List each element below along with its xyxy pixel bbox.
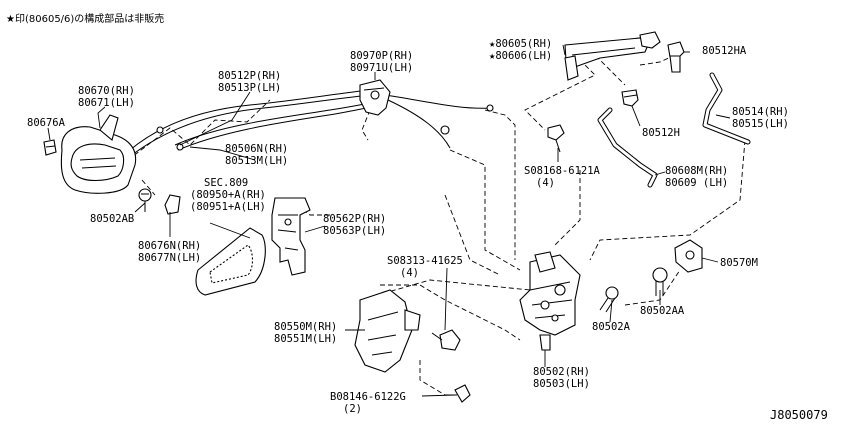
label-08168-qty: (4) <box>536 177 555 189</box>
label-80951: (80951+A(LH) <box>190 201 266 213</box>
door-lock-actuator <box>519 251 581 351</box>
bolt-08146 <box>445 384 471 403</box>
label-80514-lh: 80515(LH) <box>732 118 789 130</box>
label-80570m: 80570M <box>720 257 758 269</box>
label-80608m-rh: 80608M(RH) <box>665 165 728 177</box>
cables <box>129 89 494 156</box>
callout-labels: 80670(RH) 80671(LH) 80676A 80512P(RH) 80… <box>27 38 789 415</box>
drawing-number: J8050079 <box>770 408 828 422</box>
clip-80676a <box>43 139 57 156</box>
rod-80514 <box>702 72 751 145</box>
screw-80502aa <box>652 267 668 296</box>
label-08146-qty: (2) <box>343 403 362 415</box>
label-80970p-rh: 80970P(RH) <box>350 50 413 62</box>
inside-handle-escutcheon <box>195 227 266 296</box>
clip-80676n <box>164 194 181 215</box>
label-80502-lh: 80503(LH) <box>533 378 590 390</box>
outside-door-handle <box>564 31 661 81</box>
label-80502aa: 80502AA <box>640 305 685 317</box>
label-sec809: SEC.809 <box>204 177 248 189</box>
bolt-08168 <box>547 124 565 153</box>
label-80550m-rh: 80550M(RH) <box>274 321 337 333</box>
rod-80608m <box>597 107 658 188</box>
bracket-80562p <box>271 197 311 276</box>
label-80676n-rh: 80676N(RH) <box>138 240 201 252</box>
label-80502ab: 80502AB <box>90 213 134 225</box>
label-80550m-lh: 80551M(LH) <box>274 333 337 345</box>
label-80950: (80950+A(RH) <box>190 189 266 201</box>
bolt-08313 <box>431 329 461 351</box>
label-80562p-rh: 80562P(RH) <box>323 213 386 225</box>
lock-rod-bracket-80550m <box>354 289 421 373</box>
label-80605-rh: ★80605(RH) <box>489 38 552 50</box>
label-80512h: 80512H <box>642 127 680 139</box>
bellcrank-80970p <box>359 79 391 116</box>
screw-80502a <box>599 286 619 313</box>
leader-lines <box>47 44 731 397</box>
label-80970p-lh: 80971U(LH) <box>350 62 413 74</box>
striker-80570m <box>674 239 703 273</box>
rod-clip-80512ha <box>667 41 685 73</box>
label-08146: B08146-6122G <box>330 391 406 403</box>
label-80512p-lh: 80513P(LH) <box>218 82 281 94</box>
label-80670-lh: 80671(LH) <box>78 97 135 109</box>
header-note: ★印(80605/6)の構成部品は非販売 <box>6 12 164 25</box>
label-80512p-rh: 80512P(RH) <box>218 70 281 82</box>
label-80605-lh: ★80606(LH) <box>489 50 552 62</box>
rod-clip-80512h <box>621 89 639 107</box>
screw-80502ab <box>138 188 152 212</box>
label-80676n-lh: 80677N(LH) <box>138 252 201 264</box>
label-80502-rh: 80502(RH) <box>533 366 590 378</box>
label-80670-rh: 80670(RH) <box>78 85 135 97</box>
label-08313: S08313-41625 <box>387 255 463 267</box>
label-80502a: 80502A <box>592 321 631 333</box>
label-80562p-lh: 80563P(LH) <box>323 225 386 237</box>
label-80676a: 80676A <box>27 117 66 129</box>
label-80512ha: 80512HA <box>702 45 747 57</box>
inside-door-handle <box>60 114 137 194</box>
label-80506n-lh: 80513M(LH) <box>225 155 288 167</box>
label-80514-rh: 80514(RH) <box>732 106 789 118</box>
label-80608m-lh: 80609 (LH) <box>665 177 728 189</box>
label-08313-qty: (4) <box>400 267 419 279</box>
phantom-lines <box>127 49 746 396</box>
label-80506n-rh: 80506N(RH) <box>225 143 288 155</box>
label-08168: S08168-6121A <box>524 165 601 177</box>
